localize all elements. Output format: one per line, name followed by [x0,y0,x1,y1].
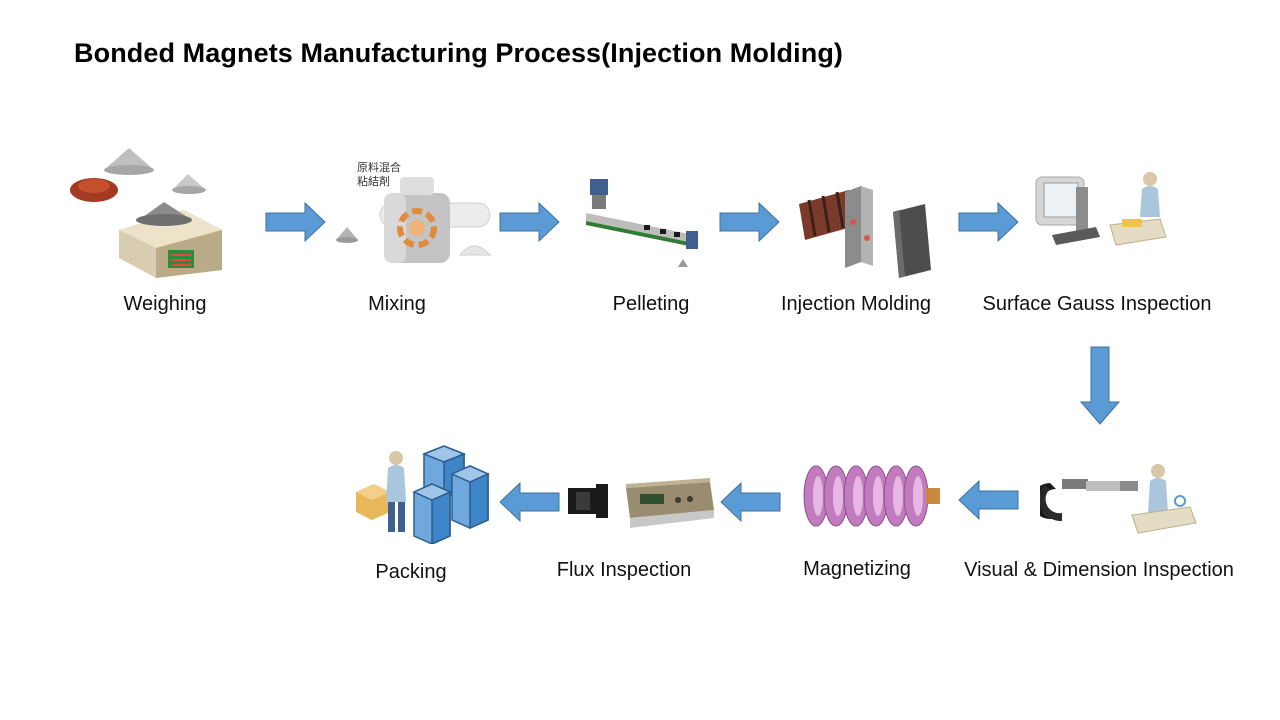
step-label-visual-dimension-inspection: Visual & Dimension Inspection [964,559,1234,581]
arrow-down-icon [1080,346,1120,425]
pelletizer-icon [586,179,698,267]
micrometer-icon [1040,464,1197,534]
step-label-magnetizing: Magnetizing [803,558,911,580]
mixer-text-line2: 粘結剤 [357,174,390,188]
arrow-left-icon [720,482,781,522]
arrow-right-icon [499,202,560,242]
injection-mold-icon [799,186,931,278]
step-label-flux-inspection: Flux Inspection [556,559,692,581]
arrow-left-icon [499,482,560,522]
arrow-right-icon [958,202,1019,242]
magnetizing-coil-icon [803,465,940,527]
weighing-scale-icon [70,148,222,278]
step-label-packing: Packing [375,561,447,583]
step-label-mixing: Mixing [368,293,426,315]
page-title: Bonded Magnets Manufacturing Process(Inj… [74,38,844,68]
step-label-weighing: Weighing [123,293,207,315]
packing-boxes-icon [356,445,490,544]
computer-inspection-icon [1035,172,1167,246]
step-label-injection-molding: Injection Molding [780,293,932,315]
mixer-text-line1: 原料混合 [357,160,401,174]
arrow-right-icon [719,202,780,242]
fluxmeter-icon [568,478,714,528]
arrow-right-icon [265,202,326,242]
arrow-left-icon [958,480,1019,520]
step-label-pelleting: Pelleting [612,293,690,315]
mixer-icon: 原料混合 粘結剤 [336,160,492,263]
step-label-surface-gauss-inspection: Surface Gauss Inspection [982,293,1212,315]
